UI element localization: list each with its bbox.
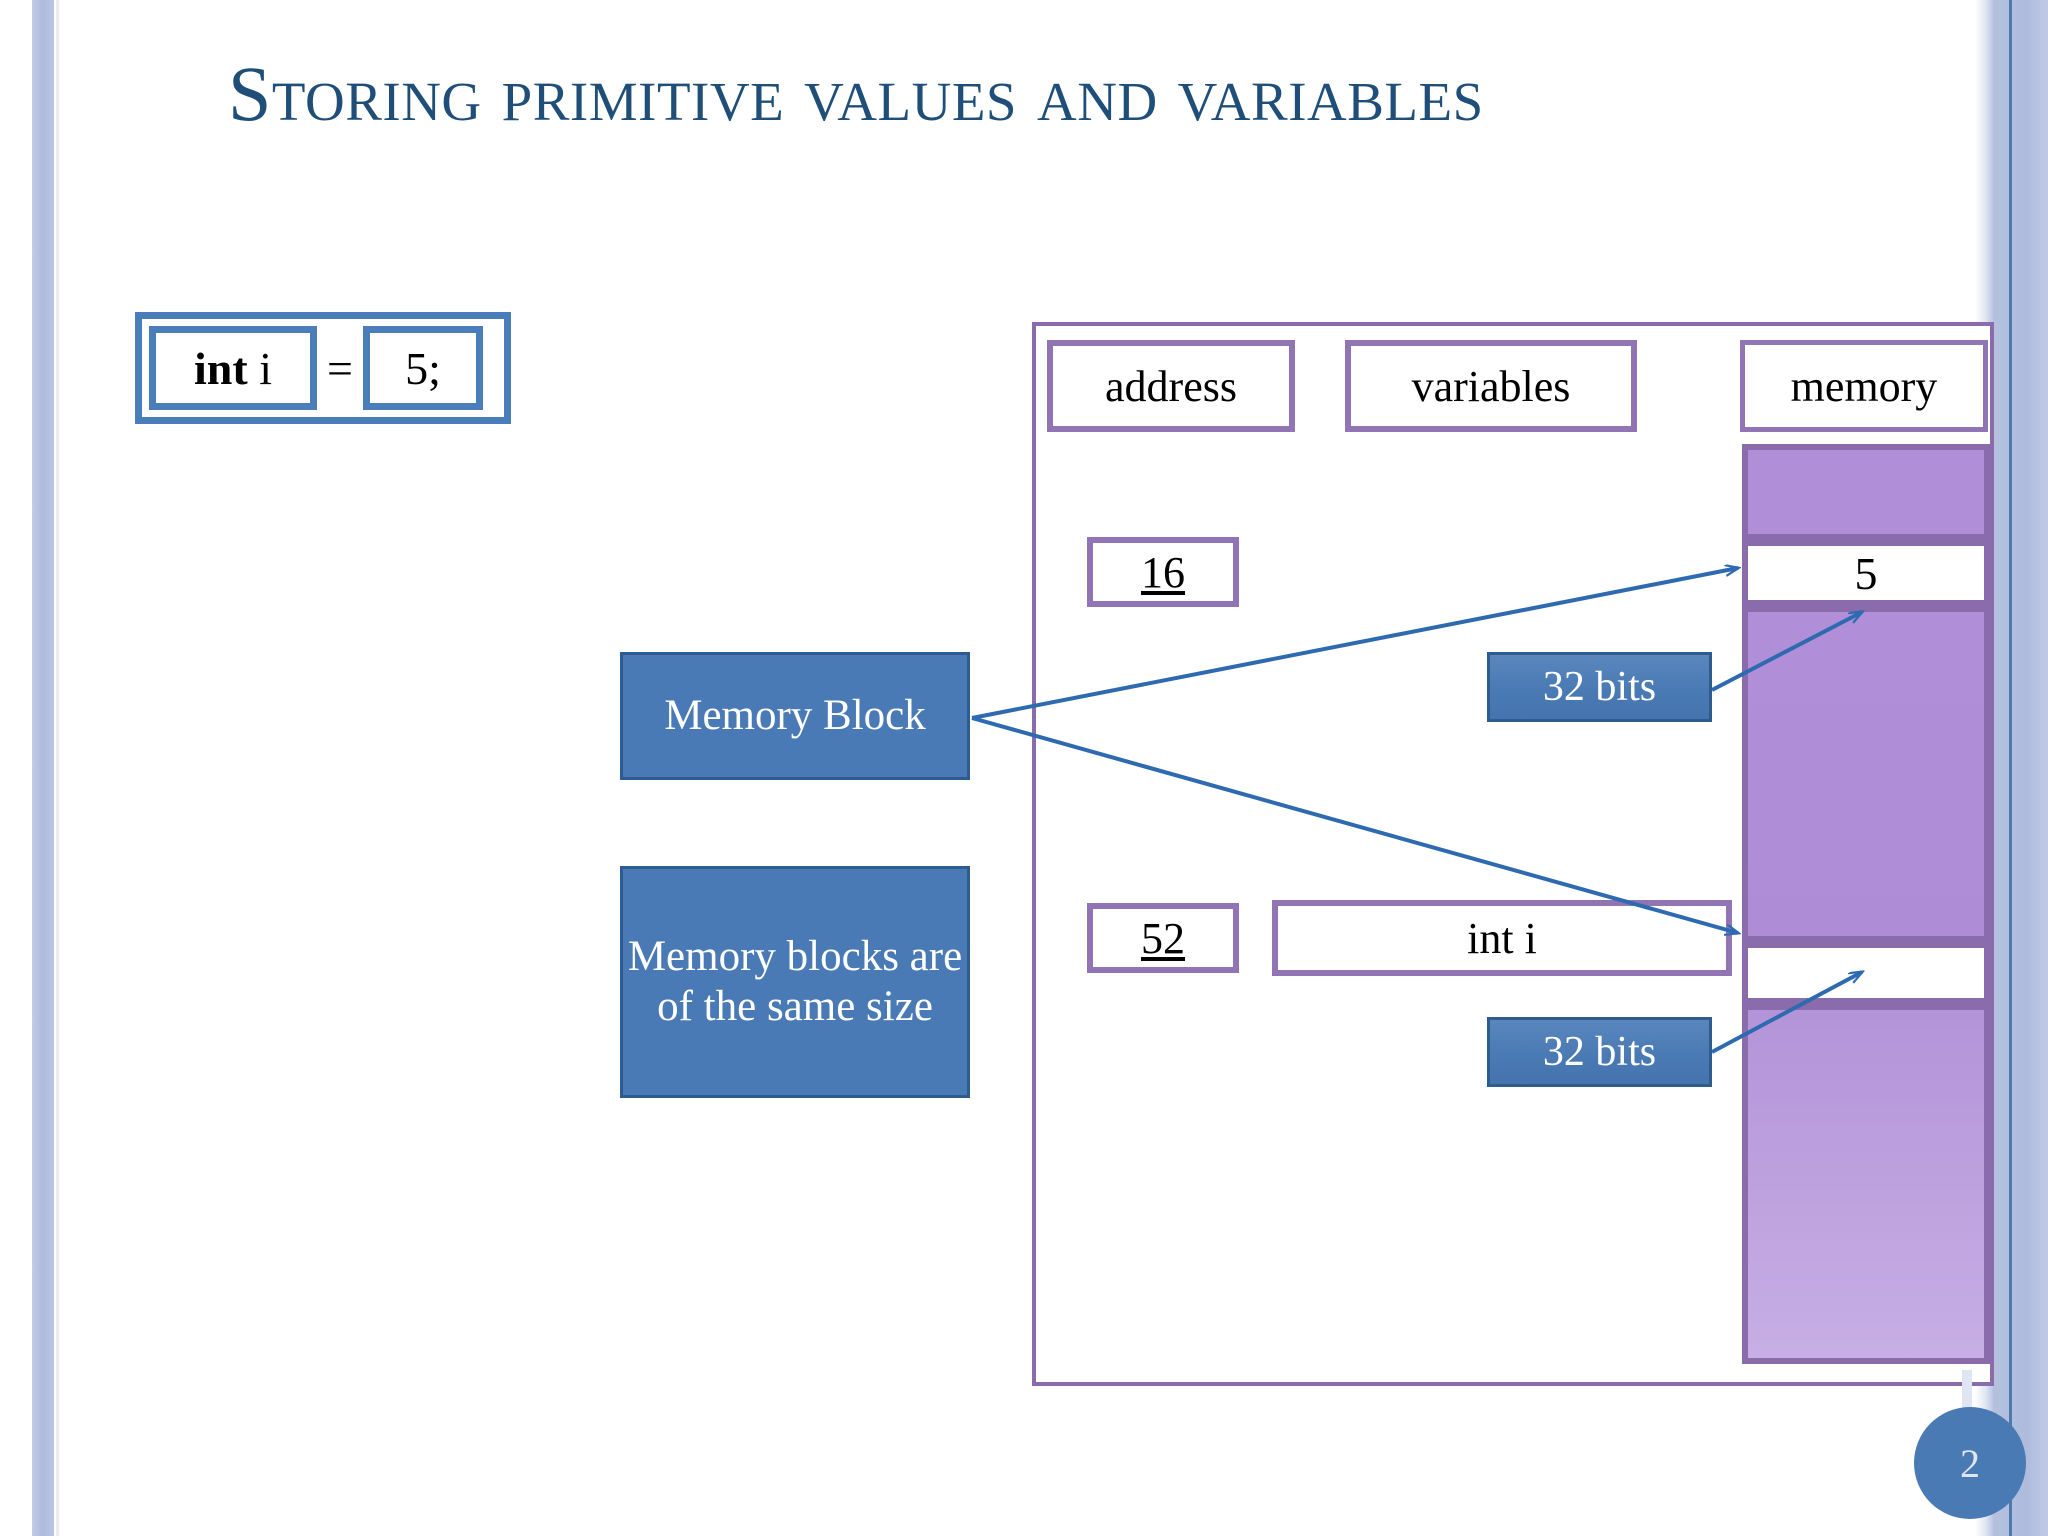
variable-cell-row-1: int i <box>1272 900 1732 976</box>
address-cell-row-1: 52 <box>1087 903 1239 973</box>
callout-same-size: Memory blocks are of the same size <box>620 866 970 1098</box>
left-edge-highlight <box>56 0 59 1536</box>
column-header-address: address <box>1047 340 1295 432</box>
address-value-1: 52 <box>1141 913 1185 963</box>
memory-column: 5 <box>1742 444 1990 1364</box>
memory-block-value-0: 5 <box>1742 540 1990 606</box>
page-number-badge: 2 <box>1914 1407 2026 1519</box>
code-value-box: 5; <box>363 326 483 410</box>
memory-block-filled-1 <box>1742 606 1990 942</box>
page-title: Storing primitive values and variables <box>228 50 1484 137</box>
right-edge-decoration <box>1993 0 2048 1536</box>
label-32-bits-top: 32 bits <box>1487 652 1712 722</box>
code-operator: = <box>327 342 353 394</box>
code-type-box: int i <box>149 326 317 410</box>
code-keyword: int <box>194 342 248 394</box>
memory-block-filled-0 <box>1742 444 1990 540</box>
address-cell-row-0: 16 <box>1087 537 1239 607</box>
callout-memory-block: Memory Block <box>620 652 970 780</box>
memory-block-value-1 <box>1742 942 1990 1004</box>
memory-block-filled-2 <box>1742 1004 1990 1364</box>
label-32-bits-bottom: 32 bits <box>1487 1017 1712 1087</box>
left-edge-decoration <box>32 0 54 1536</box>
code-declaration: int i = 5; <box>135 312 511 424</box>
column-header-variables: variables <box>1345 340 1637 432</box>
code-variable: i <box>259 342 272 394</box>
right-edge-rule <box>2009 0 2012 1536</box>
page-number-stem <box>1962 1370 1972 1430</box>
column-header-memory: memory <box>1740 340 1988 432</box>
address-value-0: 16 <box>1141 547 1185 597</box>
